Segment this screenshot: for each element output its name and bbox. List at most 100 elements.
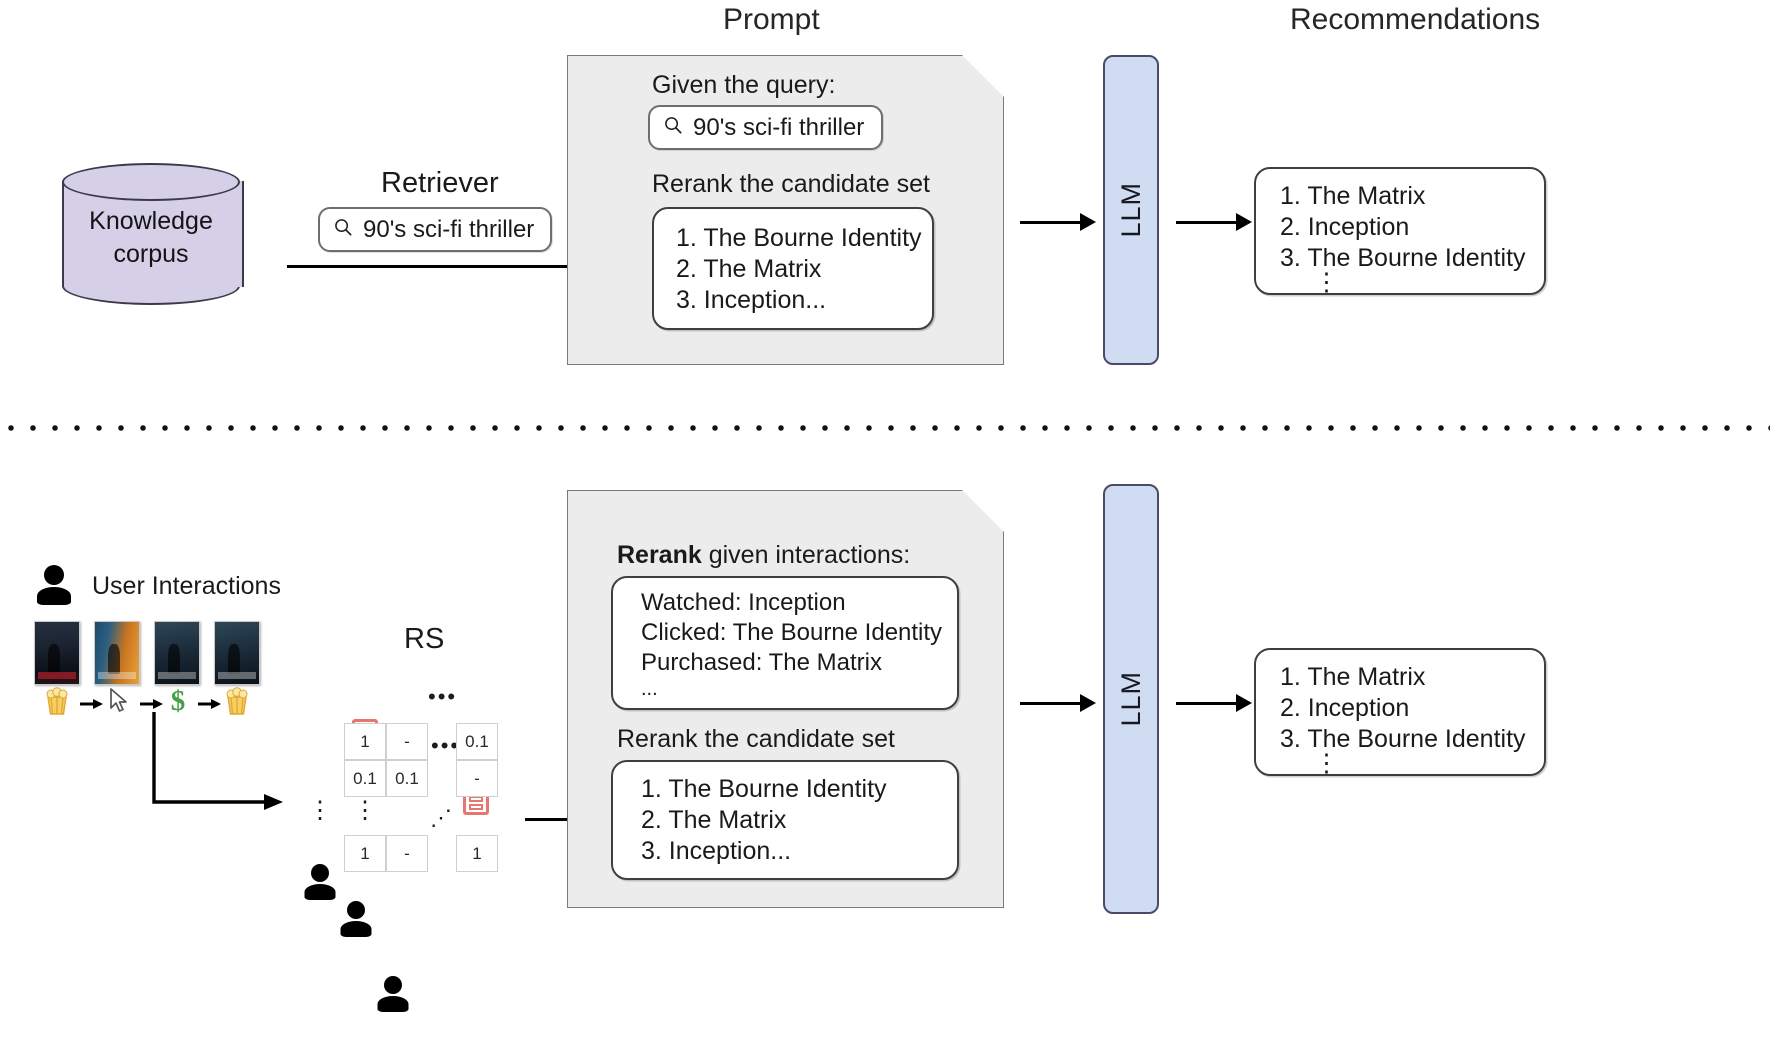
section-divider	[0, 424, 1770, 432]
matrix-column-ellipsis: •••	[428, 684, 458, 709]
arrow-prompt-to-llm-head	[1080, 213, 1096, 231]
film-hole	[469, 804, 483, 810]
person-head	[44, 565, 64, 585]
matrix-cell: 0.1	[386, 760, 428, 797]
interaction-item: Clicked: The Bourne Identity	[641, 619, 943, 646]
matrix-cell: 0.1	[456, 723, 498, 760]
poster-inception	[34, 621, 80, 685]
search-icon	[334, 218, 353, 242]
bottom-llm-box: LLM	[1103, 484, 1159, 914]
user-interactions-label: User Interactions	[92, 572, 281, 600]
interaction-item: Purchased: The Matrix	[641, 649, 882, 676]
arrow-corpus-to-prompt-line	[287, 265, 636, 268]
arrow-bottom-prompt-to-llm-line	[1020, 702, 1082, 705]
arrow-prompt-to-llm-line	[1020, 221, 1082, 224]
poster-matrix-1	[154, 621, 200, 685]
candidate-item: 1. The Bourne Identity	[641, 775, 887, 803]
top-candidate-set-card: 1. The Bourne Identity 2. The Matrix 3. …	[652, 207, 934, 330]
bottom-candidate-set-card: 1. The Bourne Identity 2. The Matrix 3. …	[611, 760, 959, 880]
candidate-item: 2. The Matrix	[676, 255, 822, 283]
person-body	[304, 884, 336, 900]
top-recommendations-card: 1. The Matrix 2. Inception 3. The Bourne…	[1254, 167, 1546, 295]
retriever-label: Retriever	[381, 167, 499, 199]
knowledge-corpus-cylinder: Knowledge corpus	[62, 163, 244, 305]
poster-figure	[48, 644, 60, 674]
user-icon	[36, 565, 72, 605]
retriever-query-value: 90's sci-fi thriller	[363, 215, 535, 243]
top-llm-box: LLM	[1103, 55, 1159, 365]
poster-figure	[108, 644, 120, 674]
rs-label: RS	[404, 623, 445, 655]
person-body	[37, 587, 71, 605]
arrow-llm-to-recs-line	[1176, 221, 1238, 224]
poster-title-bar	[38, 672, 76, 679]
candidate-item: 3. Inception...	[676, 286, 827, 314]
person-head	[347, 901, 366, 919]
poster-title-bar	[98, 672, 136, 679]
arrow-llm-to-recs-head	[1236, 213, 1252, 231]
recommendations-more-ellipsis: ⋮	[1314, 749, 1339, 777]
candidate-item: 2. The Matrix	[641, 806, 787, 834]
corpus-line-2: corpus	[113, 240, 189, 268]
interaction-item-ellipsis: ...	[641, 678, 658, 700]
rerank-bold-word: Rerank	[617, 541, 702, 569]
arrow-rs-to-prompt-line	[525, 818, 595, 821]
corpus-line-1: Knowledge	[89, 207, 213, 235]
rerank-rest-text: given interactions:	[701, 541, 911, 569]
person-head	[311, 864, 329, 882]
bottom-recommendations-card: 1. The Matrix 2. Inception 3. The Bourne…	[1254, 648, 1546, 776]
matrix-col-vertical-ellipsis: ⋮	[353, 797, 377, 824]
person-body	[340, 921, 372, 937]
arrow-bottom-prompt-to-llm-head	[1080, 694, 1096, 712]
retriever-search-box[interactable]: 90's sci-fi thriller	[318, 207, 552, 252]
recommendation-item: 2. Inception	[1280, 213, 1410, 241]
matrix-diagonal-ellipsis: ⋰	[430, 805, 452, 830]
arrow-interactions-to-rs	[140, 712, 300, 827]
interactions-card: Watched: Inception Clicked: The Bourne I…	[611, 576, 959, 710]
arrow-bottom-llm-to-recs-line	[1176, 702, 1238, 705]
dollar-icon: $	[166, 684, 190, 721]
matrix-cell: 1	[456, 835, 498, 872]
recommendation-item: 2. Inception	[1280, 694, 1410, 722]
mini-arrow-3	[198, 697, 222, 715]
matrix-cell: 0.1	[344, 760, 386, 797]
bottom-rerank-interactions-label: Rerank given interactions:	[617, 541, 910, 570]
matrix-cell: -	[386, 835, 428, 872]
mini-arrow-2	[140, 697, 164, 715]
poster-title-bar	[218, 672, 256, 679]
poster-figure	[168, 644, 180, 674]
candidate-item: 3. Inception...	[641, 837, 792, 865]
person-head	[383, 976, 402, 994]
recommendation-item: 1. The Matrix	[1280, 182, 1426, 210]
matrix-row-ellipsis: •••	[431, 733, 461, 758]
recommendation-item: 3. The Bourne Identity	[1280, 244, 1526, 272]
popcorn-icon	[42, 686, 72, 721]
recommendations-section-title: Recommendations	[1290, 3, 1541, 36]
matrix-cell: -	[456, 760, 498, 797]
matrix-row-vertical-ellipsis: ⋮	[308, 797, 332, 824]
person-body	[377, 996, 409, 1012]
poster-title-bar	[158, 672, 196, 679]
mini-arrow-1	[80, 697, 104, 715]
candidate-item: 1. The Bourne Identity	[676, 224, 922, 252]
prompt-section-title: Prompt	[723, 3, 820, 36]
matrix-cell: -	[386, 723, 428, 760]
matrix-row-user-icon	[304, 864, 336, 900]
prompt-query-box[interactable]: 90's sci-fi thriller	[648, 105, 883, 150]
poster-bourne-identity	[94, 621, 140, 685]
given-query-label: Given the query:	[652, 71, 836, 99]
recommendations-more-ellipsis: ⋮	[1314, 268, 1339, 296]
matrix-cell: 1	[344, 835, 386, 872]
matrix-row-user-icon	[340, 901, 372, 937]
top-rerank-candidate-label: Rerank the candidate set	[652, 170, 930, 198]
film-hole	[469, 796, 483, 802]
popcorn-icon	[222, 686, 252, 721]
interaction-item: Watched: Inception	[641, 589, 846, 616]
cylinder-top	[62, 163, 240, 201]
matrix-row-user-icon	[377, 976, 409, 1012]
svg-text:$: $	[171, 685, 186, 716]
recommendation-item: 1. The Matrix	[1280, 663, 1426, 691]
recommendation-item: 3. The Bourne Identity	[1280, 725, 1526, 753]
matrix-cell: 1	[344, 723, 386, 760]
poster-figure	[228, 644, 240, 674]
